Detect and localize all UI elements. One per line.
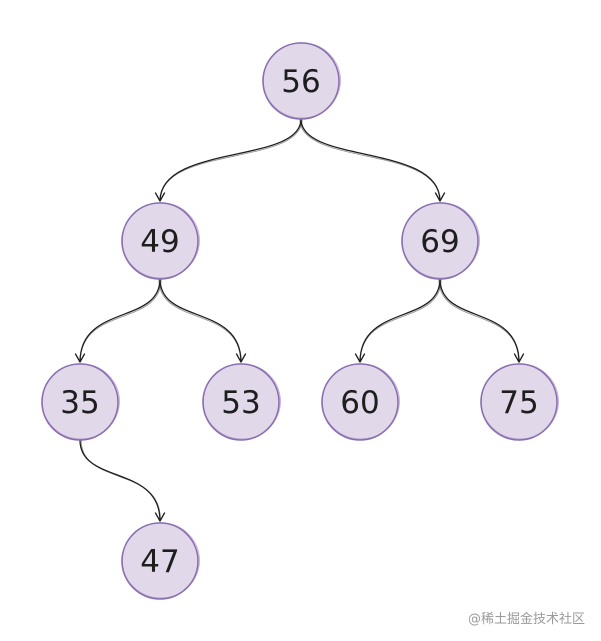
edge-line [159, 118, 302, 202]
node-label: 53 [221, 385, 260, 421]
node-75: 75 [480, 363, 559, 441]
node-circle-sketch [41, 363, 120, 440]
node-circle-sketch [202, 363, 281, 440]
edge-n49-n35 [74, 278, 162, 363]
edge-sketch-line [359, 278, 442, 362]
node-circle-sketch [121, 522, 200, 599]
watermark: @稀土掘金技术社区 [467, 612, 585, 627]
edge-line [359, 278, 441, 363]
edge-sketch-line [80, 439, 161, 521]
arrowhead-icon [235, 353, 247, 363]
edge-n49-n53 [158, 278, 247, 363]
edge-sketch-line [299, 118, 441, 201]
edge-line [79, 439, 161, 522]
node-47: 47 [121, 522, 200, 600]
node-label: 47 [140, 544, 179, 580]
arrowhead-icon [354, 353, 366, 363]
edge-line [439, 278, 520, 363]
edge-n69-n60 [354, 278, 442, 363]
node-label: 56 [281, 64, 320, 100]
edge-n35-n47 [79, 439, 166, 522]
arrowhead-icon [74, 353, 86, 363]
node-label: 69 [420, 224, 459, 260]
node-label: 35 [60, 385, 99, 421]
edge-line [300, 118, 441, 202]
edge-n69-n75 [438, 278, 525, 363]
node-53: 53 [202, 363, 281, 441]
node-circle-sketch [121, 202, 200, 279]
arrowhead-icon [154, 512, 166, 522]
edge-sketch-line [158, 278, 242, 362]
node-60: 60 [321, 363, 400, 441]
edge-sketch-line [79, 278, 162, 362]
node-label: 49 [140, 224, 179, 260]
edge-sketch-line [438, 278, 520, 362]
node-69: 69 [401, 202, 480, 280]
node-label: 60 [340, 385, 379, 421]
node-circle-sketch [262, 42, 341, 119]
node-circle-sketch [480, 363, 559, 440]
nodes-layer: 56 49 69 35 53 60 75 47 [41, 42, 559, 600]
node-label: 75 [499, 385, 538, 421]
edges-layer [74, 118, 525, 522]
arrowhead-icon [434, 192, 446, 202]
edge-n56-n69 [299, 118, 446, 202]
node-circle-sketch [321, 363, 400, 440]
arrowhead-icon [154, 192, 166, 202]
edge-line [79, 278, 161, 363]
edge-n56-n49 [154, 118, 303, 202]
edge-line [159, 278, 242, 363]
node-49: 49 [121, 202, 200, 280]
edge-sketch-line [159, 118, 303, 201]
node-circle-sketch [401, 202, 480, 279]
node-35: 35 [41, 363, 120, 441]
node-56: 56 [262, 42, 341, 120]
arrowhead-icon [513, 353, 525, 363]
